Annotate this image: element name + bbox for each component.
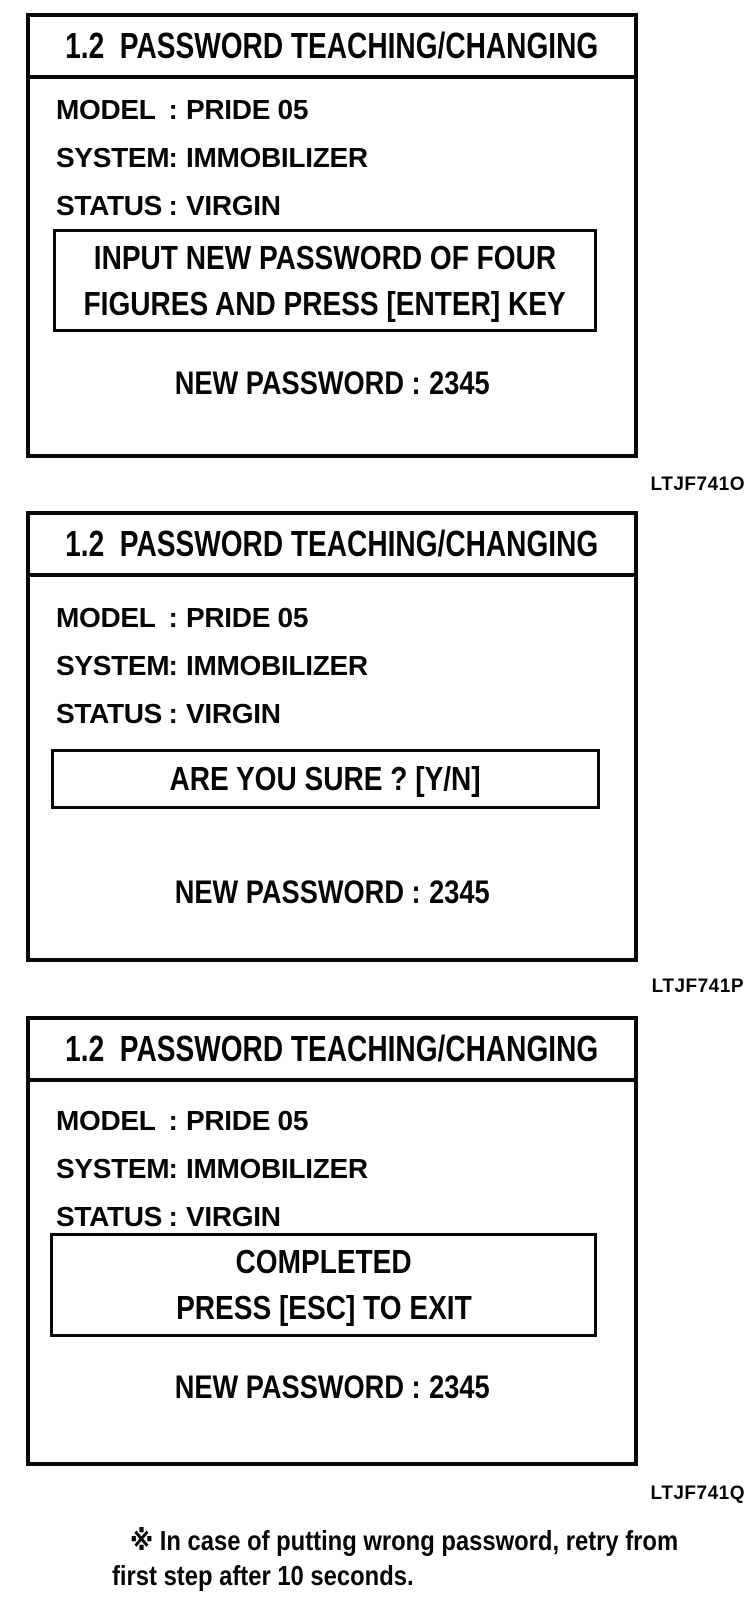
info-separator: : (168, 190, 178, 221)
screen-title-bar: 1.2 PASSWORD TEACHING/CHANGING (30, 515, 634, 577)
info-value: VIRGIN (186, 698, 281, 729)
screen-title: 1.2 PASSWORD TEACHING/CHANGING (65, 25, 599, 66)
figure-code: LTJF741P (651, 976, 744, 997)
info-row-model: MODEL : PRIDE 05 (56, 594, 626, 642)
new-password-value: 2345 (428, 874, 490, 910)
new-password-line: NEW PASSWORD : 2345 (30, 1369, 634, 1406)
info-separator: : (168, 1105, 178, 1136)
info-row-status: STATUS : VIRGIN (56, 1193, 626, 1241)
info-label: SYSTEM (56, 650, 170, 681)
screen-title: 1.2 PASSWORD TEACHING/CHANGING (65, 1028, 599, 1069)
info-row-system: SYSTEM : IMMOBILIZER (56, 642, 626, 690)
new-password-line: NEW PASSWORD : 2345 (30, 874, 634, 911)
prompt-box: COMPLETED PRESS [ESC] TO EXIT (50, 1233, 597, 1337)
prompt-line: COMPLETED (235, 1243, 412, 1280)
info-label: SYSTEM (56, 142, 170, 173)
diagnostic-screen-input-password: 1.2 PASSWORD TEACHING/CHANGING MODEL : P… (26, 13, 638, 458)
diagnostic-screen-confirm: 1.2 PASSWORD TEACHING/CHANGING MODEL : P… (26, 511, 638, 962)
figure-code: LTJF741Q (650, 1483, 745, 1504)
new-password-line: NEW PASSWORD : 2345 (30, 365, 634, 402)
vehicle-info-list: MODEL : PRIDE 05 SYSTEM : IMMOBILIZER ST… (56, 594, 626, 738)
new-password-value: 2345 (428, 365, 490, 401)
info-label: STATUS (56, 190, 163, 221)
info-separator: : (168, 698, 178, 729)
info-value: VIRGIN (186, 1201, 281, 1232)
diagnostic-screen-completed: 1.2 PASSWORD TEACHING/CHANGING MODEL : P… (26, 1016, 638, 1466)
info-label: MODEL (56, 1105, 156, 1136)
prompt-line: PRESS [ESC] TO EXIT (175, 1289, 472, 1326)
info-value: IMMOBILIZER (186, 650, 368, 681)
prompt-line: FIGURES AND PRESS [ENTER] KEY (83, 284, 567, 322)
info-value: VIRGIN (186, 190, 281, 221)
info-value: PRIDE 05 (186, 1105, 309, 1136)
new-password-label: NEW PASSWORD : (174, 365, 421, 401)
info-value: IMMOBILIZER (186, 142, 368, 173)
info-separator: : (168, 142, 178, 173)
info-label: MODEL (56, 602, 156, 633)
prompt-box: ARE YOU SURE ? [Y/N] (51, 749, 600, 809)
info-label: SYSTEM (56, 1153, 170, 1184)
new-password-value: 2345 (428, 1369, 490, 1405)
vehicle-info-list: MODEL : PRIDE 05 SYSTEM : IMMOBILIZER ST… (56, 86, 626, 230)
info-row-model: MODEL : PRIDE 05 (56, 1097, 626, 1145)
info-value: PRIDE 05 (186, 94, 309, 125)
info-separator: : (168, 650, 178, 681)
info-label: MODEL (56, 94, 156, 125)
vehicle-info-list: MODEL : PRIDE 05 SYSTEM : IMMOBILIZER ST… (56, 1097, 626, 1241)
footnote-line-1: ※ In case of putting wrong password, ret… (130, 1525, 679, 1556)
footnote-line-2: first step after 10 seconds. (112, 1560, 414, 1591)
info-row-system: SYSTEM : IMMOBILIZER (56, 1145, 626, 1193)
screen-title: 1.2 PASSWORD TEACHING/CHANGING (65, 523, 599, 564)
prompt-line: INPUT NEW PASSWORD OF FOUR (93, 238, 557, 276)
info-label: STATUS (56, 698, 163, 729)
prompt-line: ARE YOU SURE ? [Y/N] (169, 760, 482, 797)
info-separator: : (168, 602, 178, 633)
screen-title-bar: 1.2 PASSWORD TEACHING/CHANGING (30, 17, 634, 79)
info-separator: : (168, 1153, 178, 1184)
info-value: IMMOBILIZER (186, 1153, 368, 1184)
new-password-label: NEW PASSWORD : (174, 1369, 421, 1405)
info-row-status: STATUS : VIRGIN (56, 690, 626, 738)
info-separator: : (168, 94, 178, 125)
new-password-label: NEW PASSWORD : (174, 874, 421, 910)
info-row-status: STATUS : VIRGIN (56, 182, 626, 230)
info-row-model: MODEL : PRIDE 05 (56, 86, 626, 134)
info-separator: : (168, 1201, 178, 1232)
prompt-box: INPUT NEW PASSWORD OF FOUR FIGURES AND P… (53, 229, 597, 332)
info-label: STATUS (56, 1201, 163, 1232)
figure-code: LTJF741O (650, 474, 745, 495)
screen-title-bar: 1.2 PASSWORD TEACHING/CHANGING (30, 1020, 634, 1082)
info-row-system: SYSTEM : IMMOBILIZER (56, 134, 626, 182)
info-value: PRIDE 05 (186, 602, 309, 633)
